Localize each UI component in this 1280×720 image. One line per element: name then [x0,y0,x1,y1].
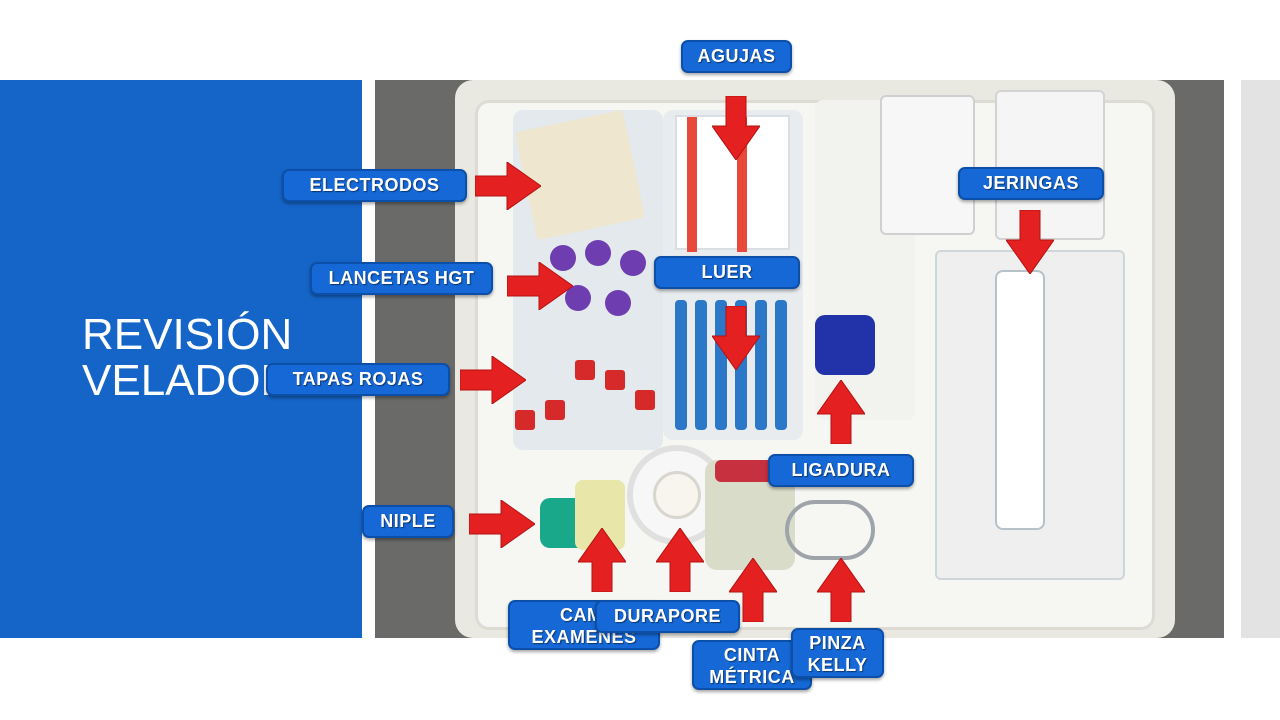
label-tapas-rojas: TAPAS ROJAS [266,363,450,396]
red-arrow-icon [656,528,704,592]
label-luer: LUER [654,256,800,289]
label-pinza-line-1: PINZA [809,633,866,653]
label-durapore: DURAPORE [595,600,740,633]
luer-tube [755,300,767,430]
lancets-item [545,240,655,330]
label-niple: NIPLE [362,505,454,538]
luer-tube [775,300,787,430]
red-arrow-icon [817,380,865,444]
label-pinza-kelly: PINZA KELLY [791,628,884,678]
right-decorative-strip [1241,80,1280,638]
tourniquet-item [815,315,875,375]
red-arrow-icon [469,500,535,548]
slide-title: REVISIÓN VELADOR [82,312,292,404]
measuring-tape-lid [715,460,785,482]
red-arrow-icon [712,96,760,160]
luer-tube [695,300,707,430]
needle-stripe [687,117,697,252]
needle-stripe [737,117,747,252]
lancet [620,250,646,276]
red-cap [545,400,565,420]
red-arrow-icon [817,558,865,622]
red-arrow-icon [578,528,626,592]
slide-title-line-1: REVISIÓN [82,310,293,359]
label-electrodos: ELECTRODOS [282,169,467,202]
red-arrow-icon [475,162,541,210]
luer-tube [675,300,687,430]
red-cap [515,410,535,430]
red-cap [635,390,655,410]
label-jeringas: JERINGAS [958,167,1104,200]
syringe-item [995,270,1045,530]
red-arrow-icon [460,356,526,404]
slide-title-line-2: VELADOR [82,356,293,405]
label-ligadura: LIGADURA [768,454,914,487]
lancet [565,285,591,311]
red-cap [605,370,625,390]
needles-item [675,115,790,252]
red-arrow-icon [729,558,777,622]
red-arrow-icon [712,306,760,370]
red-caps-item [505,330,665,450]
luer-tube [715,300,727,430]
measuring-tape-item [705,460,795,570]
label-cinta-line-1: CINTA [723,645,781,665]
label-cinta-line-2: MÉTRICA [709,667,795,687]
label-agujas: AGUJAS [681,40,792,73]
label-pinza-line-2: KELLY [807,655,868,675]
lancet [550,245,576,271]
red-arrow-icon [1006,210,1054,274]
red-cap [575,360,595,380]
syringe-package-top-right [995,90,1105,240]
syringe-package-top-left [880,95,975,235]
tape-hole [653,471,701,519]
red-arrow-icon [507,262,573,310]
kelly-forceps-item [785,500,875,560]
lancet [585,240,611,266]
lancet [605,290,631,316]
label-lancetas-hgt: LANCETAS HGT [310,262,493,295]
